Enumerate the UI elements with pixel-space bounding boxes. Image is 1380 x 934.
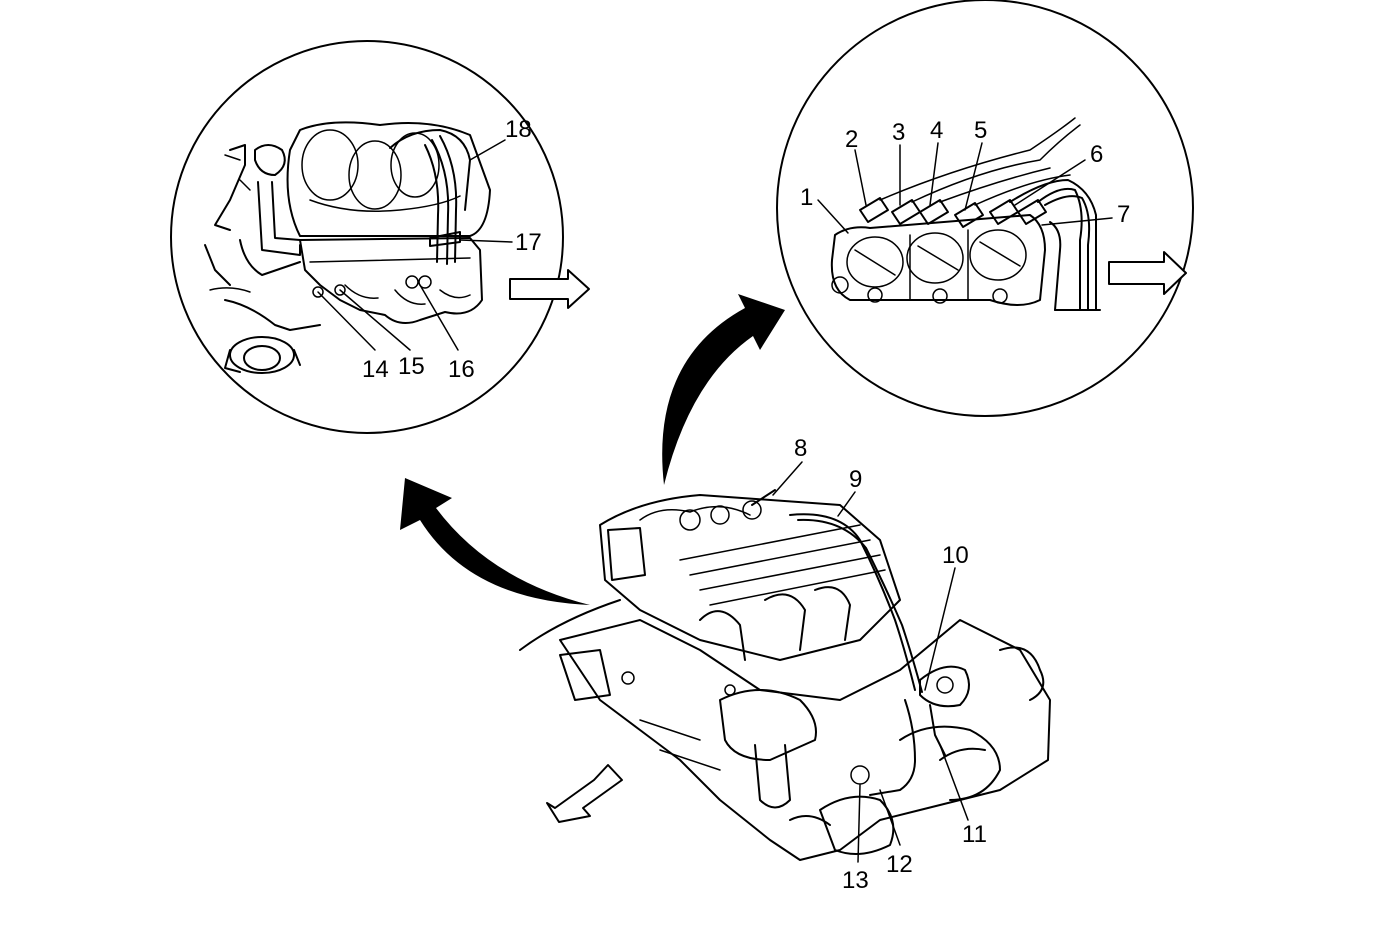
main-engine-view [519, 489, 1051, 861]
forward-arrow-icon [1108, 251, 1187, 295]
callout-3: 3 [892, 119, 905, 146]
forward-arrow-icon [509, 269, 590, 309]
leader-lines [317, 139, 1113, 863]
callout-12: 12 [886, 851, 913, 878]
curved-arrow-icon [400, 478, 590, 605]
left-detail-circle [170, 40, 564, 434]
curved-arrow-icon [662, 294, 785, 485]
callout-10: 10 [942, 542, 969, 569]
callout-13: 13 [842, 867, 869, 894]
callout-1: 1 [800, 184, 813, 211]
callout-labels: 1 2 3 4 5 6 7 8 9 10 11 12 13 14 15 16 1… [362, 116, 1130, 894]
callout-17: 17 [515, 229, 542, 256]
callout-9: 9 [849, 466, 862, 493]
direction-arrow-icon [546, 764, 623, 823]
callout-2: 2 [845, 126, 858, 153]
left-engine-sketch [204, 121, 491, 374]
callout-18: 18 [505, 116, 532, 143]
callout-14: 14 [362, 356, 389, 383]
callout-11: 11 [962, 821, 987, 848]
right-detail-view [776, 0, 1194, 417]
callout-15: 15 [398, 353, 425, 380]
left-detail-view [170, 40, 590, 434]
callout-8: 8 [794, 435, 807, 462]
callout-5: 5 [974, 117, 987, 144]
right-detail-circle [776, 0, 1194, 417]
callout-16: 16 [448, 356, 475, 383]
right-coil-sketch [830, 117, 1101, 311]
callout-4: 4 [930, 117, 943, 144]
callout-7: 7 [1117, 201, 1130, 228]
callout-6: 6 [1090, 141, 1103, 168]
